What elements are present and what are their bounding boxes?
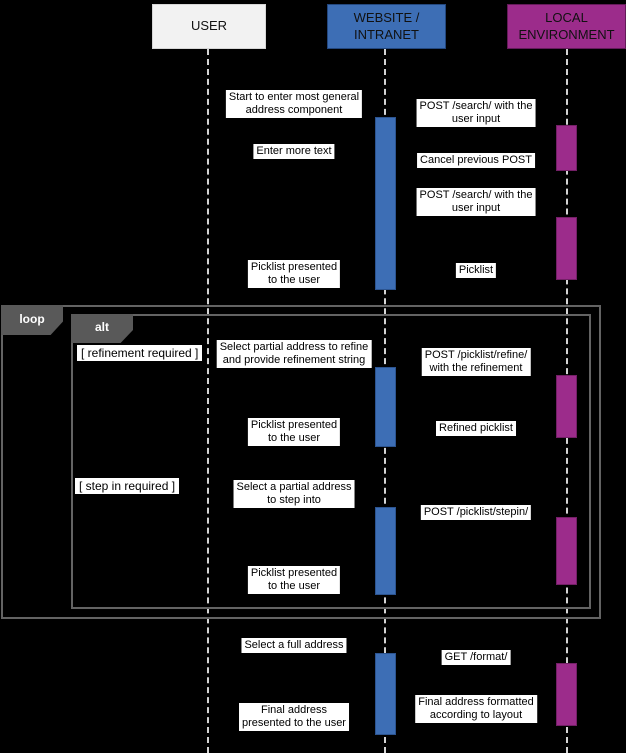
activation-local-search-1 [556, 125, 577, 171]
activation-website-search [375, 117, 396, 290]
message-picklist: Picklist [455, 263, 497, 279]
guard-refinement-required: [ refinement required ] [77, 345, 203, 362]
message-start-enter-address: Start to enter most general address comp… [225, 90, 363, 119]
activation-website-refine [375, 367, 396, 447]
actor-user: USER [152, 4, 266, 49]
activation-website-stepin [375, 507, 396, 595]
message-enter-more-text: Enter more text [253, 144, 335, 160]
message-post-picklist-refine: POST /picklist/refine/ with the refineme… [421, 348, 531, 377]
message-picklist-presented-3: Picklist presented to the user [247, 566, 341, 595]
message-select-partial-refine: Select partial address to refine and pro… [216, 340, 372, 369]
actor-website-intranet: WEBSITE / INTRANET [327, 4, 446, 49]
lifeline-user [207, 49, 209, 753]
activation-local-stepin [556, 517, 577, 585]
message-post-search-1: POST /search/ with the user input [416, 99, 536, 128]
alt-frame-label: alt [71, 314, 133, 343]
message-cancel-previous-post: Cancel previous POST [417, 153, 535, 169]
guard-step-in-required: [ step in required ] [75, 478, 180, 495]
loop-frame [1, 305, 601, 619]
message-get-format: GET /format/ [441, 650, 511, 666]
message-picklist-presented-1: Picklist presented to the user [247, 260, 341, 289]
message-picklist-presented-2: Picklist presented to the user [247, 418, 341, 447]
activation-local-format [556, 663, 577, 726]
message-post-search-2: POST /search/ with the user input [416, 188, 536, 217]
loop-frame-label: loop [1, 305, 63, 335]
activation-local-search-2 [556, 217, 577, 280]
message-select-full-address: Select a full address [241, 638, 347, 654]
message-final-address-formatted: Final address formatted according to lay… [415, 695, 537, 724]
message-select-partial-stepin: Select a partial address to step into [233, 480, 355, 509]
message-final-address-presented: Final address presented to the user [239, 703, 349, 732]
activation-website-format [375, 653, 396, 735]
alt-frame [71, 314, 591, 609]
activation-local-refine [556, 375, 577, 438]
message-refined-picklist: Refined picklist [436, 421, 516, 437]
message-post-picklist-stepin: POST /picklist/stepin/ [420, 505, 532, 521]
actor-local-environment: LOCAL ENVIRONMENT [507, 4, 626, 49]
